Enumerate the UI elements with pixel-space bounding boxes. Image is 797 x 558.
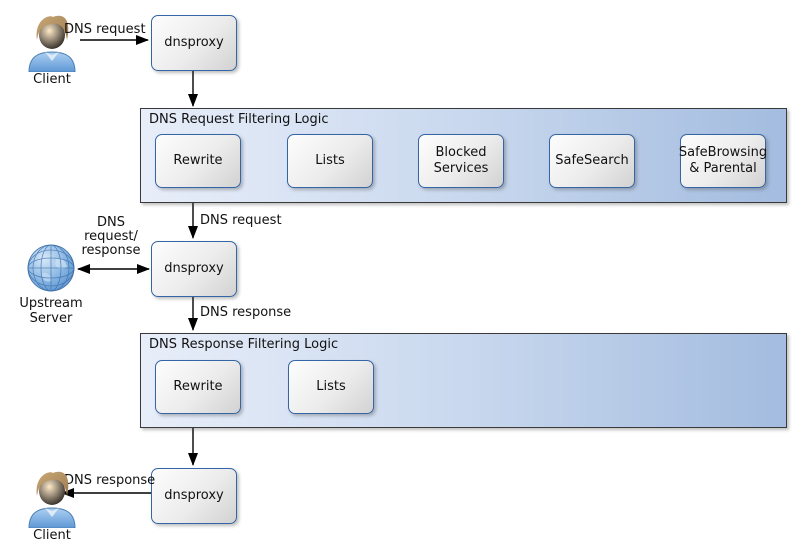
response-filter-title: DNS Response Filtering Logic	[149, 337, 339, 352]
dnsproxy-node-mid: dnsproxy	[151, 241, 237, 297]
dnsproxy-node-top: dnsproxy	[151, 15, 237, 71]
client-top-label: Client	[33, 72, 71, 87]
step-safebrowsing-parental: SafeBrowsing & Parental	[678, 134, 768, 188]
upstream-server-label: Upstream Server	[19, 296, 83, 326]
edge-label-dns-response-mid: DNS response	[200, 305, 292, 320]
dnsproxy-bottom-label: dnsproxy	[164, 487, 224, 503]
step-rewrite: Rewrite	[155, 134, 241, 188]
request-filter-container: DNS Request Filtering Logic Rewrite List…	[140, 108, 787, 203]
edge-label-dns-request-top: DNS request	[64, 22, 146, 37]
dnsproxy-top-label: dnsproxy	[164, 34, 224, 50]
step-safesearch: SafeSearch	[549, 134, 635, 188]
step-rewrite-response: Rewrite	[155, 360, 241, 414]
step-lists-label: Lists	[315, 152, 345, 168]
step-safebrowsing-parental-label: SafeBrowsing & Parental	[678, 144, 768, 176]
edge-label-dns-response-bottom: DNS response	[64, 473, 156, 488]
upstream-server-icon	[27, 244, 75, 292]
client-bottom-label: Client	[33, 528, 71, 543]
client-bottom-icon	[28, 471, 76, 528]
edge-label-upstream-exchange: DNS request/ response	[81, 215, 141, 258]
dnsproxy-node-bottom: dnsproxy	[151, 468, 237, 524]
step-blocked-services: Blocked Services	[418, 134, 504, 188]
step-lists: Lists	[287, 134, 373, 188]
response-filter-container: DNS Response Filtering Logic Rewrite Lis…	[140, 333, 787, 428]
step-lists-response-label: Lists	[316, 378, 346, 394]
step-rewrite-label: Rewrite	[173, 152, 223, 168]
edge-label-dns-request-mid: DNS request	[200, 213, 282, 228]
request-filter-title: DNS Request Filtering Logic	[149, 112, 329, 127]
step-safesearch-label: SafeSearch	[555, 152, 629, 168]
client-icon	[28, 15, 76, 72]
dnsproxy-mid-label: dnsproxy	[164, 260, 224, 276]
step-blocked-services-label: Blocked Services	[433, 144, 489, 176]
step-lists-response: Lists	[288, 360, 374, 414]
step-rewrite-response-label: Rewrite	[173, 378, 223, 394]
